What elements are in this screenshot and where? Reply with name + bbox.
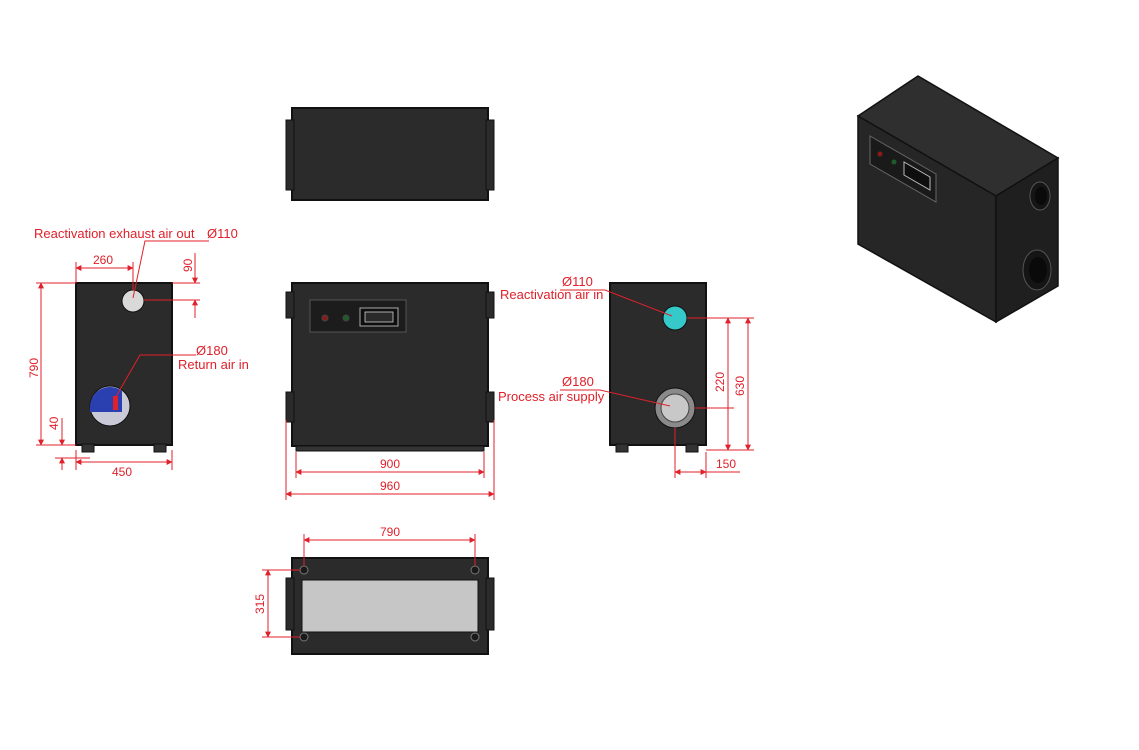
process-supply-diameter: Ø180: [562, 374, 594, 389]
reactivation-exhaust-port: [121, 289, 145, 313]
isometric-view: [856, 75, 1060, 324]
bottom-view-foot-tl: [299, 565, 309, 575]
bottom-view-left-flange: [285, 577, 295, 631]
dim-front-900: 900: [380, 457, 400, 471]
front-view: 900 960: [285, 282, 495, 500]
return-air-port-marker: [113, 396, 118, 410]
dim-front-960: 960: [380, 479, 400, 493]
reactivation-in-label: Reactivation air in: [500, 287, 603, 302]
left-view-foot-right: [153, 443, 167, 453]
front-view-left-flange-bottom: [285, 391, 295, 423]
dim-right-220: 220: [713, 372, 727, 392]
process-supply-port-inner: [660, 393, 690, 423]
iso-upper-port-inner: [1035, 187, 1047, 205]
dim-left-40: 40: [47, 416, 61, 430]
iso-indicator-green: [891, 159, 897, 165]
process-supply-label: Process air supply: [498, 389, 605, 404]
reactivation-exhaust-label: Reactivation exhaust air out: [34, 226, 195, 241]
controller-display-screen: [364, 311, 394, 323]
iso-indicator-red: [877, 151, 883, 157]
top-view-body: [291, 107, 489, 201]
bottom-view-panel: [301, 579, 479, 633]
reactivation-exhaust-diameter: Ø110: [207, 226, 238, 241]
bottom-view-foot-br: [470, 632, 480, 642]
dim-bottom-315: 315: [253, 594, 267, 614]
right-view-dimensions: [560, 289, 754, 478]
dim-right-630: 630: [733, 376, 747, 396]
iso-lower-port-inner: [1029, 257, 1047, 283]
right-side-view: Ø110 Reactivation air in Ø180 Process ai…: [498, 274, 754, 478]
left-side-view: Reactivation exhaust air out Ø110 Ø180 R…: [27, 226, 249, 479]
front-view-base: [295, 445, 485, 452]
left-view-dimensions: [36, 240, 209, 470]
dim-left-260: 260: [93, 253, 113, 267]
return-air-label: Return air in: [178, 357, 249, 372]
indicator-light-green: [342, 314, 350, 322]
top-view: [285, 107, 495, 201]
dim-left-450: 450: [112, 465, 132, 479]
dim-right-150: 150: [716, 457, 736, 471]
right-view-body: [609, 282, 707, 446]
iso-controller-display: [903, 161, 931, 191]
front-view-right-flange-top: [485, 291, 495, 319]
bottom-view: 790 315: [253, 525, 495, 655]
dim-left-790: 790: [27, 358, 41, 378]
bottom-view-right-flange: [485, 577, 495, 631]
right-view-foot-left: [615, 443, 629, 453]
return-air-diameter: Ø180: [196, 343, 228, 358]
reactivation-in-port: [662, 305, 688, 331]
front-view-dimensions: [285, 420, 495, 500]
bottom-view-dimensions: [262, 534, 476, 638]
bottom-view-foot-bl: [299, 632, 309, 642]
top-view-right-flange: [485, 119, 495, 191]
iso-control-panel: [869, 135, 937, 203]
bottom-view-foot-tr: [470, 565, 480, 575]
reactivation-in-diameter: Ø110: [562, 274, 593, 289]
indicator-light-red: [321, 314, 329, 322]
right-view-foot-right: [685, 443, 699, 453]
top-view-left-flange: [285, 119, 295, 191]
left-view-foot-left: [81, 443, 95, 453]
dim-left-90: 90: [181, 258, 195, 272]
dim-bottom-790: 790: [380, 525, 400, 539]
front-view-right-flange-bottom: [485, 391, 495, 423]
front-view-left-flange-top: [285, 291, 295, 319]
